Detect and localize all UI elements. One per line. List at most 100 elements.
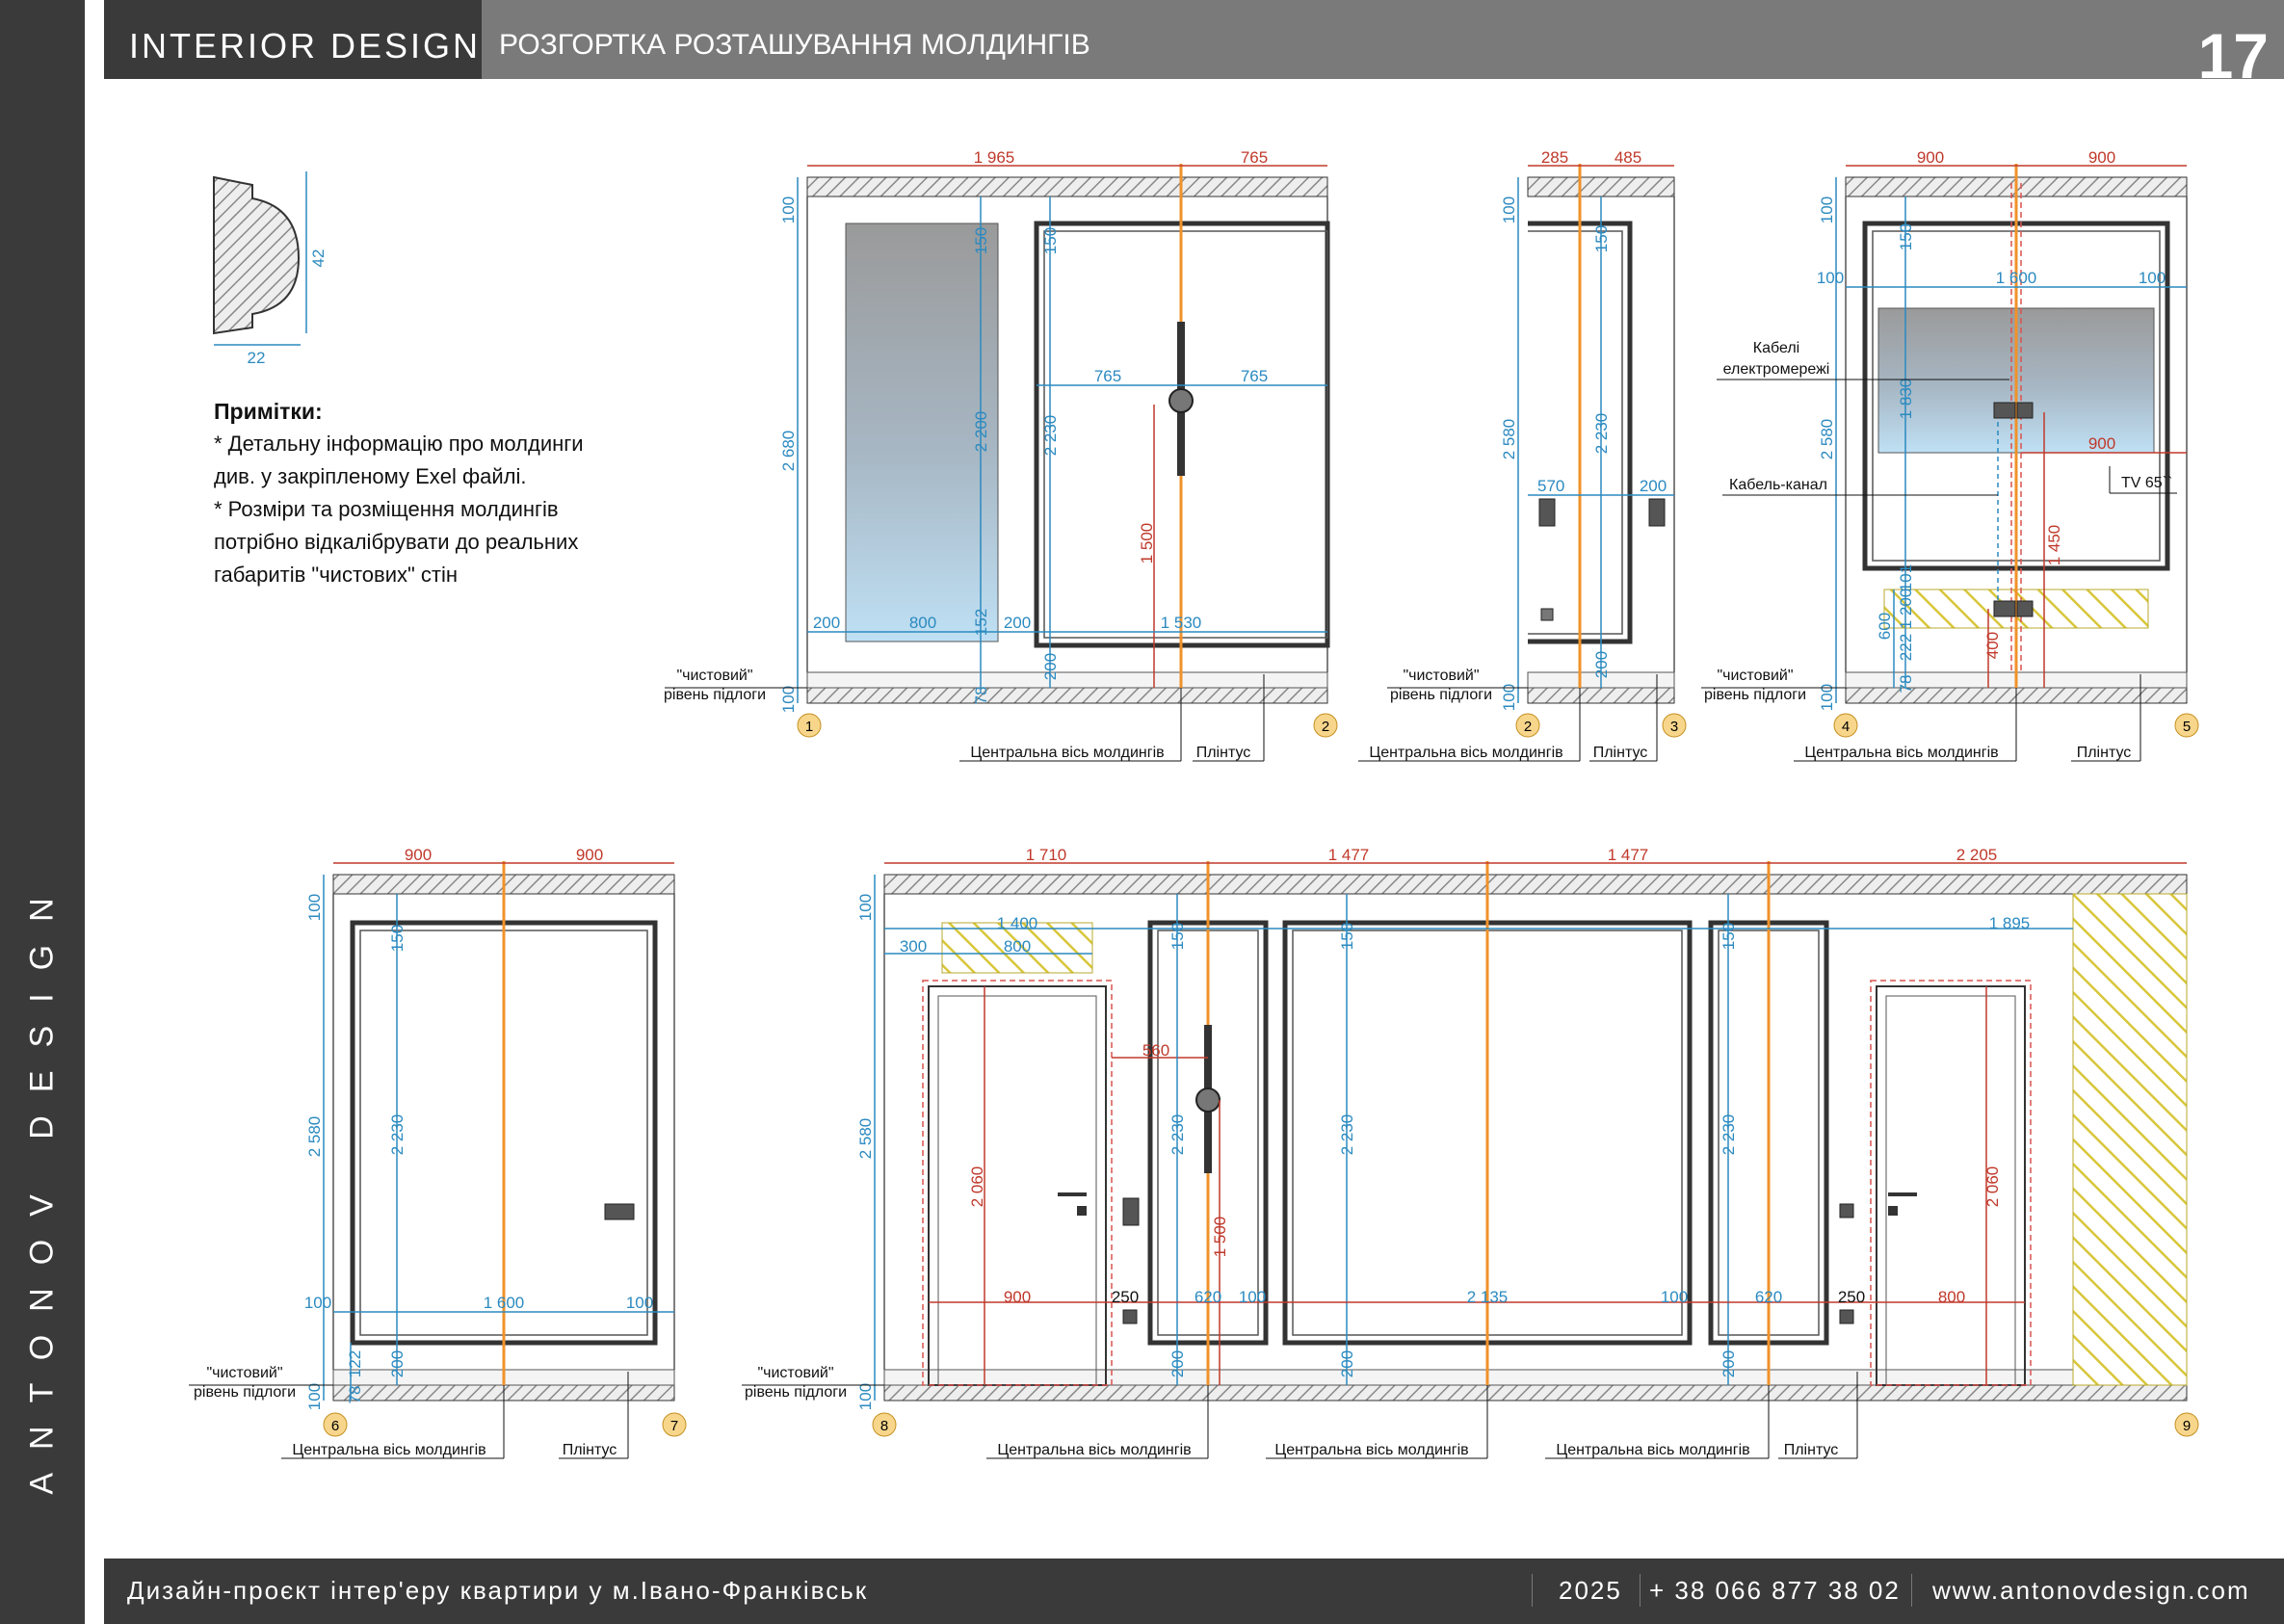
dim-label: 100 [2139, 269, 2166, 287]
dim-label: 485 [1615, 148, 1641, 167]
footer-separator [1532, 1574, 1533, 1607]
axis-label: Центральна вісь молдингів [970, 745, 1164, 761]
dim-label: 100 [1500, 684, 1518, 711]
plinth-label: Плінтус [563, 1442, 617, 1458]
dim-label: 100 [1817, 269, 1844, 287]
axis-label: Центральна вісь молдингів [1369, 745, 1562, 761]
dim-label: 2 230 [1338, 1114, 1356, 1156]
dim-label: 300 [900, 937, 927, 956]
dim-label: 100 [856, 894, 875, 921]
axis-label: Центральна вісь молдингів [1556, 1442, 1749, 1458]
dim-label: 100 [1818, 684, 1836, 711]
dim-label: 1 710 [1026, 846, 1067, 864]
dim-label: 100 [305, 894, 324, 921]
footer-separator [1911, 1574, 1912, 1607]
axis-label: Центральна вісь молдингів [1274, 1442, 1468, 1458]
dim-label: 1 600 [1996, 269, 2037, 287]
axis-label: Центральна вісь молдингів [997, 1442, 1191, 1458]
elevation-5: 1 710 1 477 1 477 2 205 100 2 580 100 1 … [742, 846, 2199, 1459]
footer-bar: Дизайн-проєкт інтер'еру квартири у м.Іва… [104, 1559, 2284, 1624]
floor-label: "чистовий" [676, 668, 752, 684]
dim-label: 2 230 [1168, 1114, 1187, 1156]
dim-label: 150 [1338, 923, 1356, 950]
dim-label: 42 [309, 249, 328, 268]
dim-label: 200 [1640, 477, 1667, 495]
dim-label: 250 [1838, 1288, 1865, 1306]
dim-label: 1 450 [2045, 525, 2063, 566]
dim-label: 2 680 [779, 431, 798, 472]
floor-label: рівень підлоги [194, 1384, 296, 1401]
dim-label: 200 [1338, 1350, 1356, 1377]
dim-label: 765 [1094, 367, 1121, 385]
dim-label: 600 [1876, 613, 1894, 640]
dim-label: 78 [1897, 675, 1915, 694]
dim-label: 1 600 [484, 1294, 525, 1312]
node-marker: 2 [1322, 719, 1329, 735]
notes-line: габаритів "чистових" стін [214, 563, 459, 587]
elevation-1: 1 965 765 100 2 680 100 150 2 200 152 78… [664, 148, 1338, 762]
dim-label: 1 830 [1897, 379, 1915, 420]
footer-phone: + 38 066 877 38 02 [1649, 1576, 1901, 1605]
node-marker: 3 [1670, 719, 1678, 735]
dim-label: 152 [972, 609, 990, 636]
dim-label: 900 [1917, 148, 1944, 167]
dim-label: 1 965 [974, 148, 1015, 167]
node-marker: 8 [880, 1418, 888, 1434]
dim-label: 800 [1938, 1288, 1965, 1306]
dim-label: 400 [1983, 632, 2002, 659]
dim-label: 101 [1897, 564, 1915, 591]
dim-label: 800 [1004, 937, 1031, 956]
dim-label: 200 [1004, 614, 1031, 632]
cable-channel-label: Кабель-канал [1729, 477, 1827, 493]
header-brand: INTERIOR DESIGN [104, 0, 482, 79]
node-marker: 6 [331, 1418, 339, 1434]
dim-label: 2 230 [1041, 415, 1060, 457]
elevation-3: 900 900 100 2 580 100 150 1 830 101 1 20… [1701, 148, 2199, 762]
footer-website: www.antonovdesign.com [1932, 1576, 2250, 1605]
dim-label: 765 [1241, 367, 1268, 385]
dim-label: 150 [388, 925, 407, 952]
notes-line: потрібно відкалібрувати до реальних [214, 530, 579, 554]
dim-label: 250 [1112, 1288, 1139, 1306]
floor-label: рівень підлоги [1704, 687, 1806, 703]
floor-label: рівень підлоги [745, 1384, 847, 1401]
dim-label: 200 [388, 1350, 407, 1377]
molding-profile: 42 22 [213, 171, 328, 367]
dim-label: 2 230 [1592, 413, 1611, 455]
page-title: РОЗГОРТКА РОЗТАШУВАННЯ МОЛДИНГІВ [499, 29, 1090, 61]
cables-label: Кабелі [1753, 340, 1799, 356]
notes-line: * Детальну інформацію про молдинги [214, 432, 584, 456]
node-marker: 5 [2183, 719, 2191, 735]
dim-label: 2 580 [1500, 419, 1518, 460]
dim-label: 2 580 [305, 1116, 324, 1158]
dim-label: 1 200 [1897, 589, 1915, 630]
node-marker: 1 [805, 719, 813, 735]
dim-label: 200 [1720, 1350, 1738, 1377]
dim-label: 150 [1041, 227, 1060, 254]
dim-label: 100 [1239, 1288, 1266, 1306]
dim-label: 1 500 [1138, 523, 1156, 564]
floor-label: рівень підлоги [1390, 687, 1492, 703]
dim-label: 122 [346, 1350, 364, 1377]
dim-label: 560 [1142, 1041, 1169, 1060]
elevation-4: 900 900 100 2 580 100 150 2 230 200 122 … [189, 846, 687, 1459]
dim-label: 150 [1592, 225, 1611, 252]
elevation-2: 285 485 100 2 580 100 150 2 230 200 570 … [1358, 148, 1687, 762]
notes-title: Примітки: [214, 399, 323, 424]
node-marker: 4 [1842, 719, 1850, 735]
dim-label: 100 [304, 1294, 331, 1312]
dim-label: 100 [1818, 196, 1836, 223]
plinth-label: Плінтус [2077, 745, 2132, 761]
floor-label: "чистовий" [206, 1365, 282, 1381]
dim-label: 100 [305, 1383, 324, 1410]
footer-separator [1640, 1574, 1641, 1607]
tv-label: TV 65`` [2121, 475, 2172, 491]
dim-label: 100 [1661, 1288, 1688, 1306]
dim-label: 2 205 [1956, 846, 1998, 864]
dim-label: 222 [1897, 634, 1915, 661]
dim-label: 1 477 [1328, 846, 1370, 864]
dim-label: 2 580 [856, 1118, 875, 1160]
dim-label: 2 580 [1818, 419, 1836, 460]
dim-label: 100 [1500, 196, 1518, 223]
dim-label: 2 230 [1720, 1114, 1738, 1156]
